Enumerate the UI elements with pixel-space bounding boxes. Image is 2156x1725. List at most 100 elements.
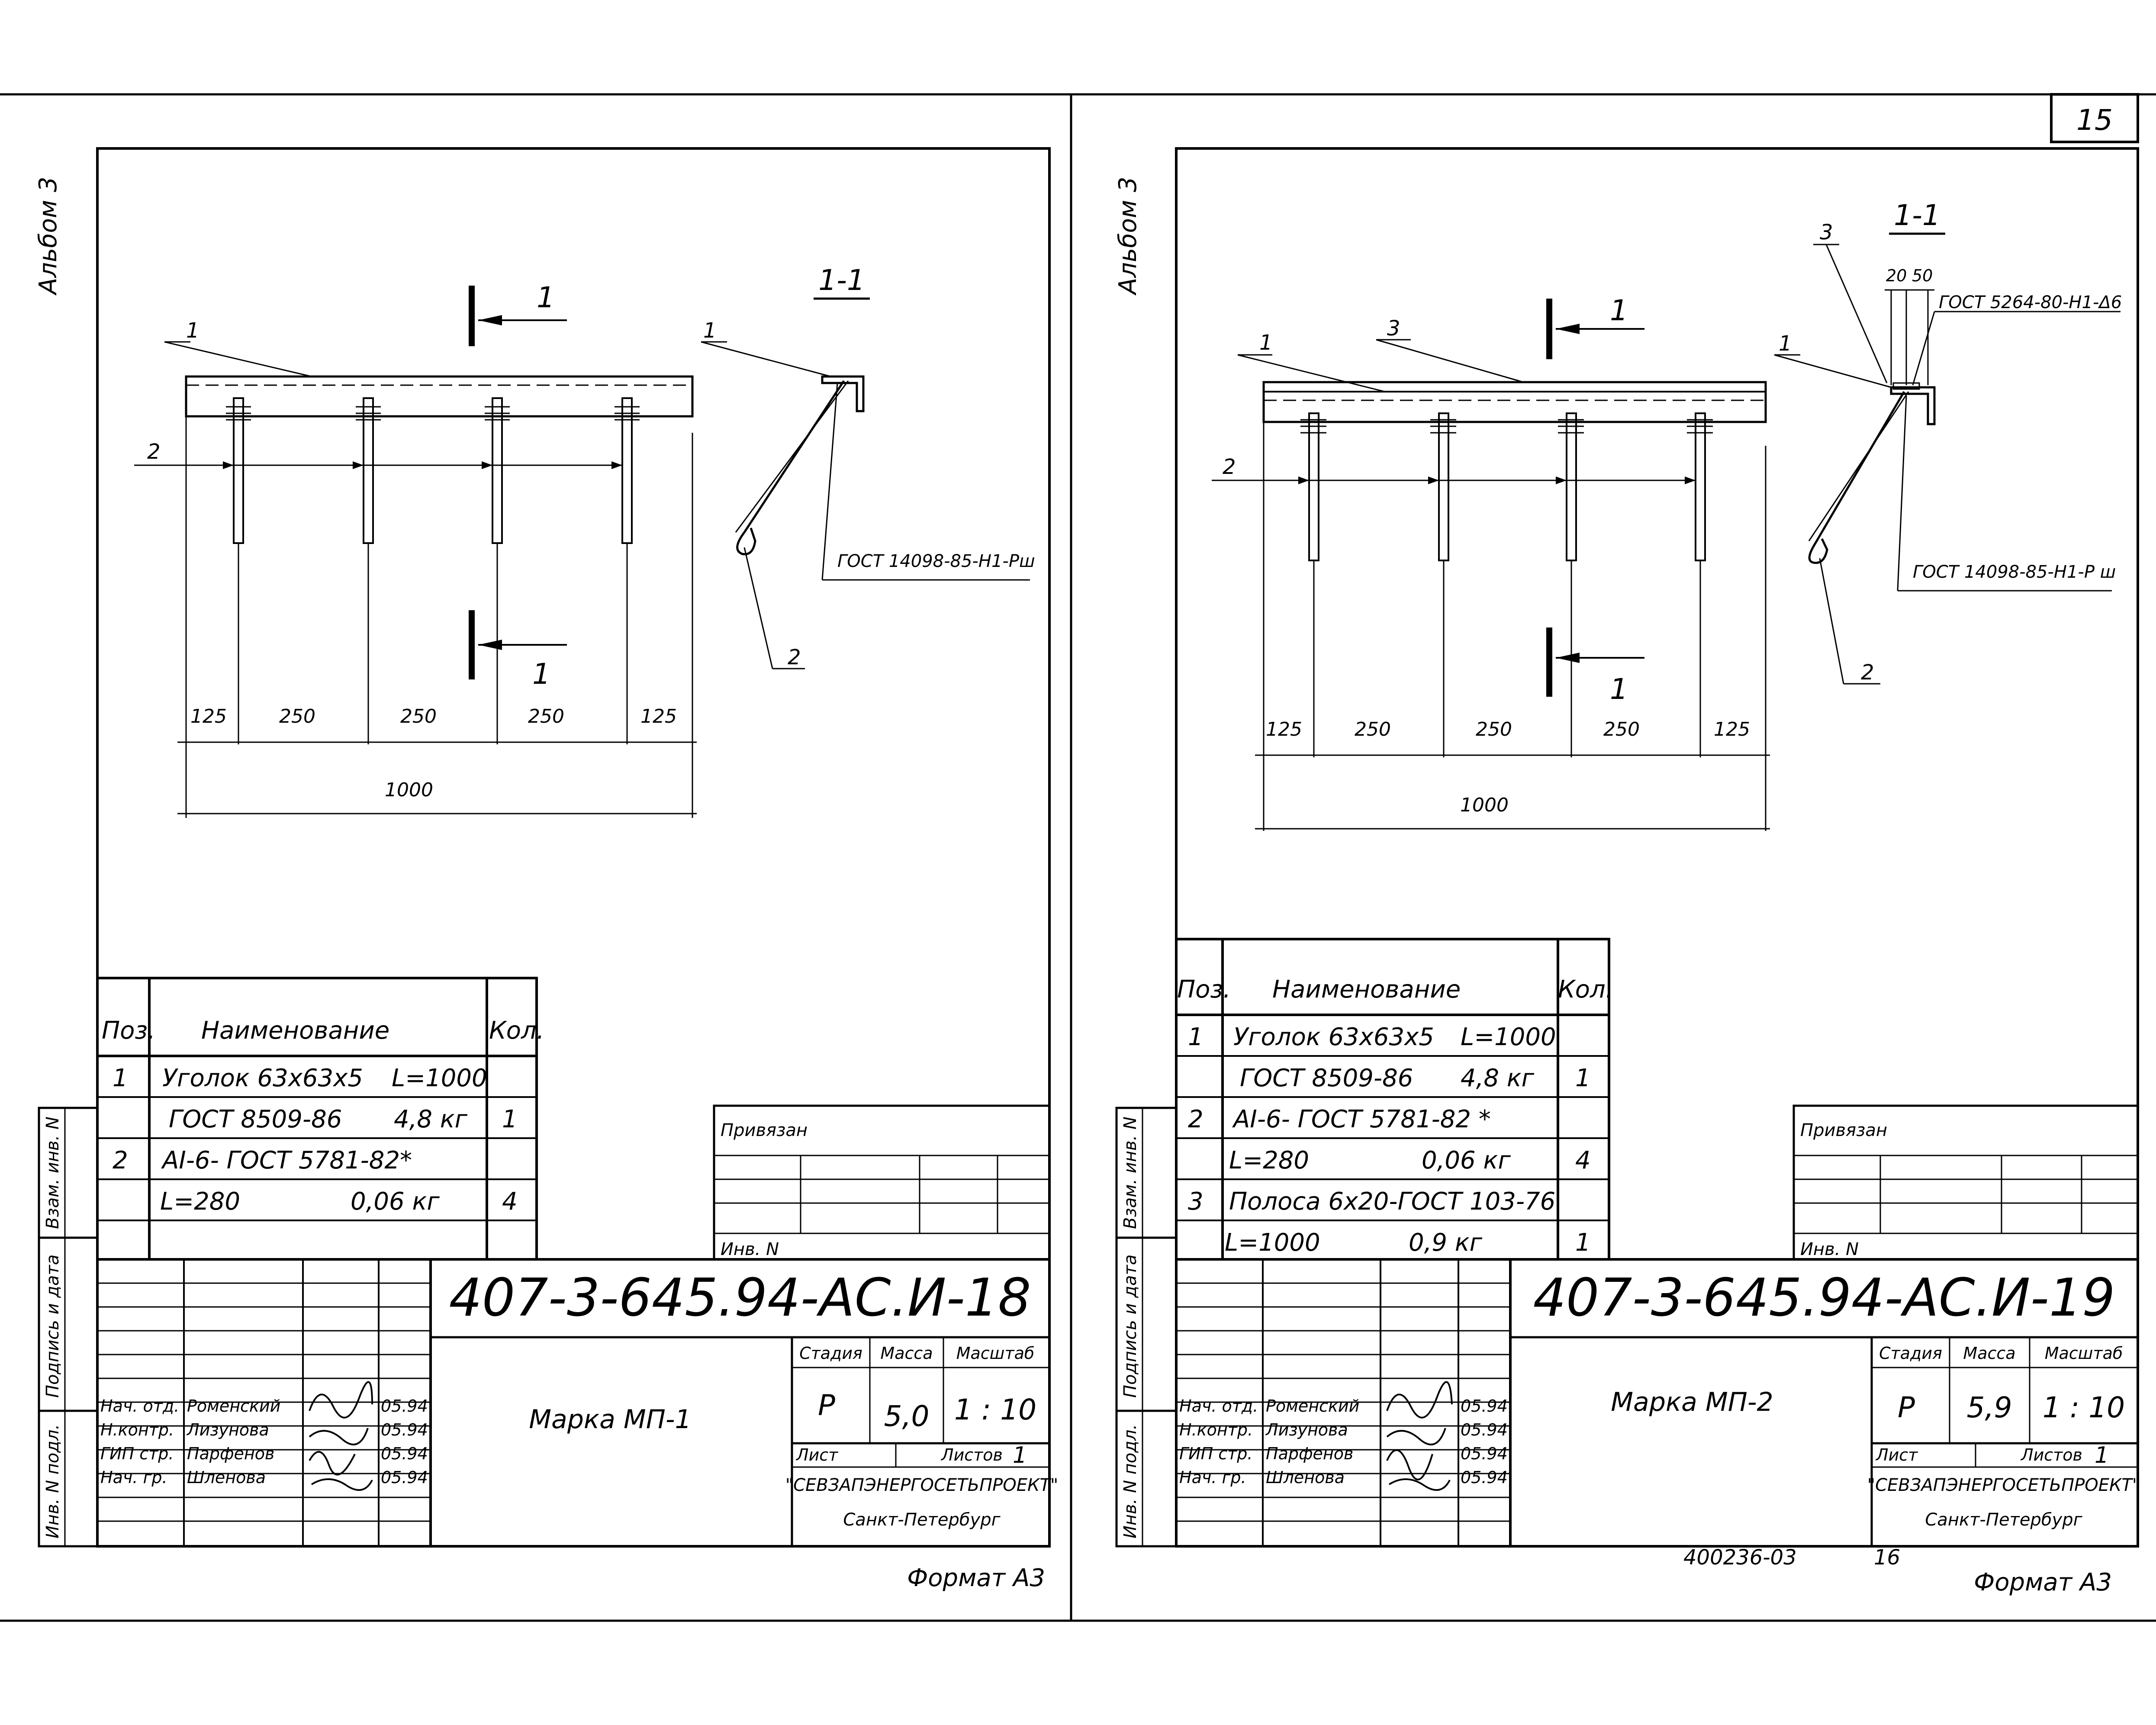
left-spec-extra: 0,06 кг [351,1188,440,1216]
right-album-label: Альбом 3 [1114,177,1142,296]
left-section-mark-top: 1 [537,281,555,314]
right-signer-name: Лизунова [1265,1420,1348,1439]
left-side-label: Инв. N подл. [43,1424,63,1538]
right-dim-4: 250 [1603,718,1640,740]
left-spec-pos: 1 [113,1064,128,1092]
right-spec-header-pos: Поз. [1177,975,1231,1004]
right-callout-2: 2 [1223,455,1236,479]
right-signature [1386,1381,1453,1491]
left-stage-label: Стадия [799,1344,862,1363]
right-privyazan: Привязан [1800,1120,1887,1140]
right-callout-1: 1 [1259,331,1273,355]
left-binding-box: Привязан Инв. N [713,1104,1051,1261]
right-archive-no: 400236-03 [1683,1545,1797,1570]
right-scale-label: Масштаб [2045,1344,2123,1363]
left-spec-header-qty: Кол. [489,1017,544,1045]
left-signer-role: Н.контр. [100,1420,174,1439]
right-side-label: Взам. инв. N [1120,1117,1140,1229]
left-section-label: 1-1 [818,264,865,297]
right-section-callout-1: 1 [1779,331,1792,356]
right-spec-pos: 3 [1188,1188,1203,1216]
right-section-mark-top: 1 [1610,294,1628,327]
right-sheets-label: Листов [2020,1445,2082,1464]
left-signer-date: 05.94 [381,1420,428,1439]
left-gost-note: ГОСТ 14098-85-Н1-Рш [837,551,1035,571]
left-section-callout-2: 2 [788,645,801,669]
right-total-dim: 1000 [1460,794,1509,816]
left-spec-qty: 4 [502,1188,518,1216]
right-spec-table: Поз. Наименование Кол. 1 Уголок 63х63х5 … [1175,938,1613,1261]
right-section-callout-3: 3 [1820,220,1833,245]
right-org: "СЕВЗАПЭНЕРГОСЕТЬПРОЕКТ" [1867,1475,2140,1495]
right-gost-top: ГОСТ 5264-80-Н1-Δ6 [1939,293,2122,312]
rod [1687,412,1713,561]
left-section-callout-1: 1 [703,319,717,343]
rod [485,397,510,544]
right-spec-name: Полоса 6х20-ГОСТ 103-76 [1229,1188,1555,1216]
right-dim-5: 125 [1714,718,1750,740]
rod [356,397,381,544]
rod [615,397,640,544]
left-spec-pos: 2 [113,1146,128,1175]
left-spec-extra: 4,8 кг [394,1105,468,1133]
right-signer-date: 05.94 [1461,1468,1508,1487]
right-signer-name: Шленова [1266,1468,1345,1487]
left-signer-role: Нач. отд. [100,1397,179,1416]
left-callout-1: 1 [186,319,200,343]
right-beam [1262,381,1767,423]
left-section-mark-bottom: 1 [532,657,550,691]
right-doc-code: 407-3-645.94-АС.И-19 [1533,1268,2115,1328]
left-signer-role: Нач. гр. [100,1468,167,1487]
page-number-box: 15 [2050,93,2139,143]
right-spec-name: АI-6- ГОСТ 5781-82 * [1232,1105,1491,1133]
left-mass-label: Масса [880,1344,933,1363]
right-section-view [1808,382,1936,564]
left-spec-header-pos: Поз. [102,1017,155,1045]
right-signer-date: 05.94 [1461,1444,1508,1463]
left-spec-table: Поз. Наименование Кол. 1 Уголок 63х63х5 … [96,977,544,1261]
left-side-strip: Взам. инв. N Подпись и дата Инв. N подл. [38,1107,99,1548]
right-spec-extra: L=1000 [1461,1023,1556,1051]
left-rods [226,397,640,544]
right-format: Формат А3 [1974,1568,2112,1596]
left-spec-qty: 1 [502,1105,518,1133]
right-binding-box: Привязан Инв. N [1792,1104,2139,1261]
left-beam [185,375,694,418]
right-spec-qty: 1 [1575,1064,1591,1092]
left-dim-1: 125 [190,705,227,727]
left-sheets-label: Листов [940,1445,1003,1464]
right-spec-qty: 4 [1575,1146,1591,1175]
right-sheets-count: 1 [2095,1442,2109,1468]
left-signer-name: Парфенов [187,1444,274,1463]
rod [1430,412,1456,561]
left-privyazan: Привязан [721,1120,808,1140]
left-signer-name: Роменский [187,1397,280,1416]
rod [1558,412,1584,561]
right-dim-2: 250 [1355,718,1391,740]
left-signer-date: 05.94 [381,1397,428,1416]
right-city: Санкт-Петербург [1925,1510,2082,1530]
left-doc-code: 407-3-645.94-АС.И-18 [449,1268,1031,1328]
right-spec-extra: 0,9 кг [1409,1229,1483,1257]
right-spec-qty: 1 [1575,1229,1591,1257]
left-signer-date: 05.94 [381,1444,428,1463]
right-signer-role: Нач. гр. [1179,1468,1246,1487]
left-signature [309,1381,373,1491]
right-sheet: Альбом 3 [1114,147,2140,1596]
right-mass-label: Масса [1963,1344,2015,1363]
left-title-block: 407-3-645.94-АС.И-18 Марка МП-1 Стадия М… [96,1258,1058,1548]
left-title: Марка МП-1 [529,1404,691,1435]
right-spec-name: Уголок 63х63х5 [1233,1023,1434,1051]
right-top-dim-50: 50 [1912,266,1933,285]
left-total-dim: 1000 [385,779,433,801]
right-spec-extra: 0,06 кг [1422,1146,1511,1175]
left-spec-name: L=280 [160,1188,240,1216]
left-sheet: Альбом 3 [34,147,1058,1592]
right-side-strip: Взам. инв. N Подпись и дата Инв. N подл. [1115,1107,1178,1548]
left-scale: 1 : 10 [954,1393,1036,1426]
left-spec-header-name: Наименование [201,1017,389,1045]
left-scale-label: Масштаб [956,1344,1035,1363]
right-spec-pos: 2 [1188,1105,1203,1133]
left-inv-no: Инв. N [721,1239,779,1259]
